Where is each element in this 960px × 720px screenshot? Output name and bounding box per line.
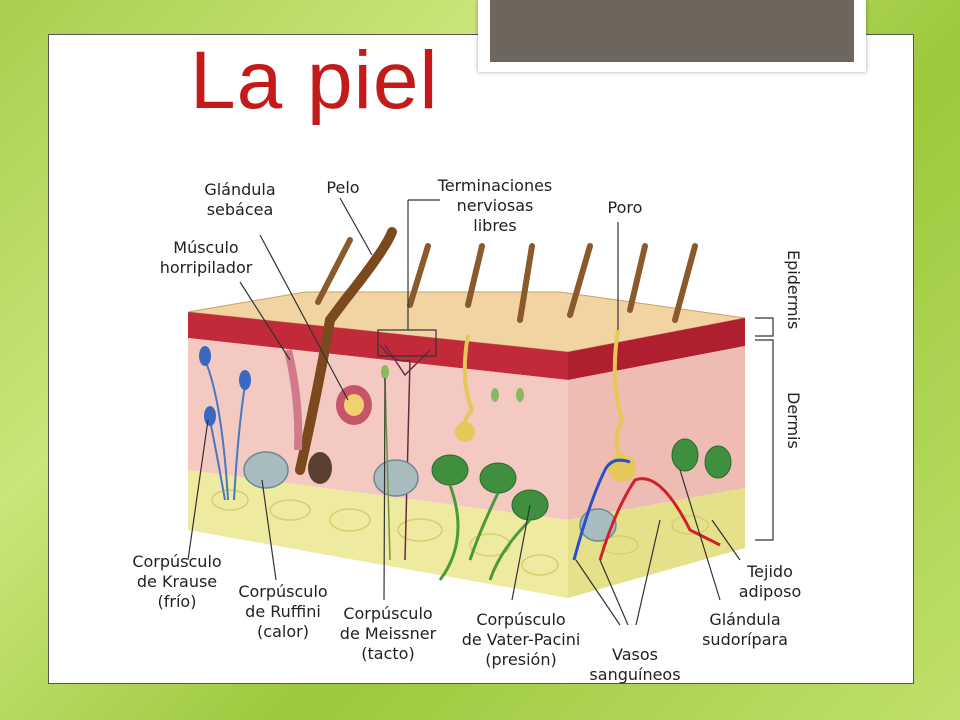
sweat-gland-side [608,454,636,482]
fat-front [188,470,568,598]
label-terminaciones-nerviosas: Terminaciones nerviosas libres [437,176,553,235]
meissner-corpuscles [381,365,524,561]
label-tejido-adiposo: Tejido adiposo [738,562,802,601]
label-musculo-horripilador: Músculo horripilador [159,238,253,277]
fat-cells [211,489,709,576]
label-corpusculo-pacini: Corpúsculo de Vater-Pacini (presión) [461,610,581,669]
epidermis-side [568,318,745,380]
label-vasos-sanguineos: Vasos sanguíneos [589,645,681,684]
label-corpusculo-meissner: Corpúsculo de Meissner (tacto) [339,604,437,663]
krause-corpuscles [199,346,251,501]
label-glandula-sebacea: Glándula sebácea [204,180,276,219]
artery [598,477,721,561]
sweat-duct-side [612,329,625,461]
title-placeholder-box [490,0,854,62]
leader-lines [187,197,741,626]
label-dermis: Dermis [784,392,803,449]
hair-follicle [295,227,397,475]
vein [572,458,631,561]
label-poro: Poro [607,198,643,217]
label-epidermis: Epidermis [784,250,803,330]
free-nerve-endings [379,344,431,561]
layer-brackets [755,317,774,541]
arrector-muscle [284,349,303,451]
hair-bulb [308,452,332,484]
sweat-gland-centre [455,422,475,442]
hairs [315,237,698,323]
label-corpusculo-ruffini: Corpúsculo de Ruffini (calor) [238,582,328,641]
label-pelo: Pelo [326,178,360,197]
label-glandula-sudoripara: Glándula sudorípara [702,610,788,649]
slide-title: La piel [190,35,439,126]
label-corpusculo-krause: Corpúsculo de Krause (frío) [132,552,222,611]
pacini-corpuscles [431,438,732,581]
